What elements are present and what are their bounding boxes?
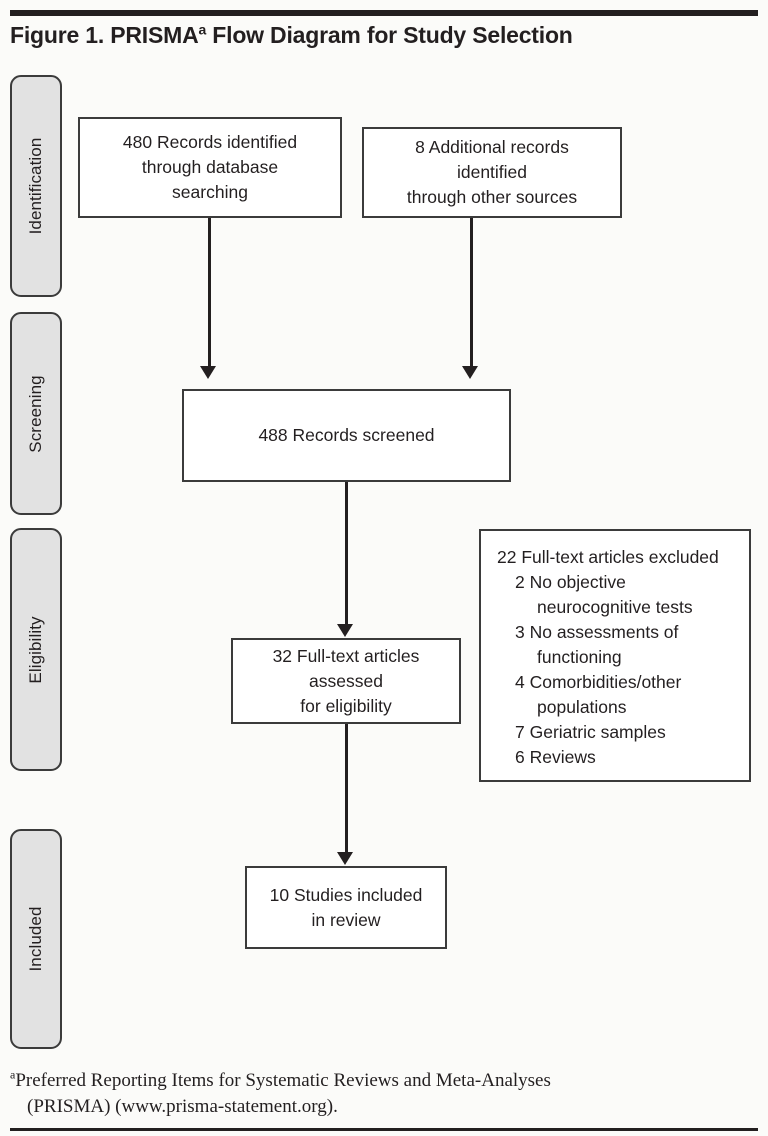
exclusion-item: 6 Reviews (515, 747, 596, 767)
stage-screening: Screening (10, 312, 62, 515)
exclusion-item: 7 Geriatric samples (515, 722, 666, 742)
box-records-identified-other: 8 Additional records identified through … (362, 127, 622, 218)
footnote-line2: (PRISMA) (www.prisma-statement.org). (27, 1096, 338, 1117)
box-records-database-line1: 480 Records identified (122, 132, 298, 152)
box-studies-included: 10 Studies included in review (245, 866, 447, 949)
arrow-other-to-screened-line (470, 218, 473, 368)
exclusion-item: 3 No assessments of functioning (515, 622, 679, 667)
stage-eligibility-label: Eligibility (26, 615, 45, 684)
box-records-identified-database: 480 Records identified through database … (78, 117, 342, 218)
footnote: aPreferred Reporting Items for Systemati… (10, 1068, 750, 1120)
page-title: Figure 1. PRISMAa Flow Diagram for Study… (10, 20, 750, 50)
box-fulltext-assessed-line3: for eligibility (300, 695, 392, 716)
box-fulltext-assessed-line1: 32 Full-text articles (272, 645, 420, 666)
stage-included: Included (10, 829, 62, 1049)
page-title-prefix: Figure 1. PRISMA (10, 22, 199, 48)
stage-included-label: Included (26, 906, 45, 972)
stage-identification: Identification (10, 75, 62, 297)
arrow-fulltext-to-included-line (345, 724, 348, 854)
box-records-screened-line1: 488 Records screened (258, 425, 435, 445)
box-fulltext-assessed: 32 Full-text articles assessed for eligi… (231, 638, 461, 724)
arrow-other-to-screened-head (462, 366, 478, 379)
box-studies-included-line1: 10 Studies included (269, 884, 423, 905)
stage-screening-label: Screening (26, 374, 45, 453)
stage-identification-label: Identification (26, 137, 45, 235)
arrow-screened-to-fulltext-line (345, 482, 348, 626)
exclusion-item: 2 No objective neurocognitive tests (515, 572, 693, 617)
exclusion-heading: 22 Full-text articles excluded (497, 547, 719, 567)
box-records-other-line1: 8 Additional records (415, 137, 569, 157)
footer-rule (10, 1128, 758, 1131)
arrow-database-to-screened-head (200, 366, 216, 379)
arrow-database-to-screened-line (208, 218, 211, 368)
box-studies-included-line2: in review (311, 909, 381, 930)
box-fulltext-assessed-line2: assessed (309, 670, 383, 691)
exclusion-item: 4 Comorbidities/other populations (515, 672, 682, 717)
arrow-screened-to-fulltext-head (337, 624, 353, 637)
box-records-screened: 488 Records screened (182, 389, 511, 482)
footnote-line1: Preferred Reporting Items for Systematic… (15, 1070, 551, 1091)
box-records-other-line2: identified (456, 162, 528, 182)
page-title-footnote-marker: a (198, 21, 207, 38)
arrow-fulltext-to-included-head (337, 852, 353, 865)
title-top-rule (10, 10, 758, 16)
footnote-marker: a (10, 1067, 16, 1082)
box-records-other-line3: through other sources (406, 187, 578, 207)
page-title-suffix: Flow Diagram for Study Selection (206, 22, 573, 48)
box-fulltext-excluded: 22 Full-text articles excluded 2 No obje… (479, 529, 751, 782)
box-records-database-line2: through database (141, 157, 279, 177)
box-records-database-line3: searching (172, 182, 248, 202)
stage-eligibility: Eligibility (10, 528, 62, 771)
